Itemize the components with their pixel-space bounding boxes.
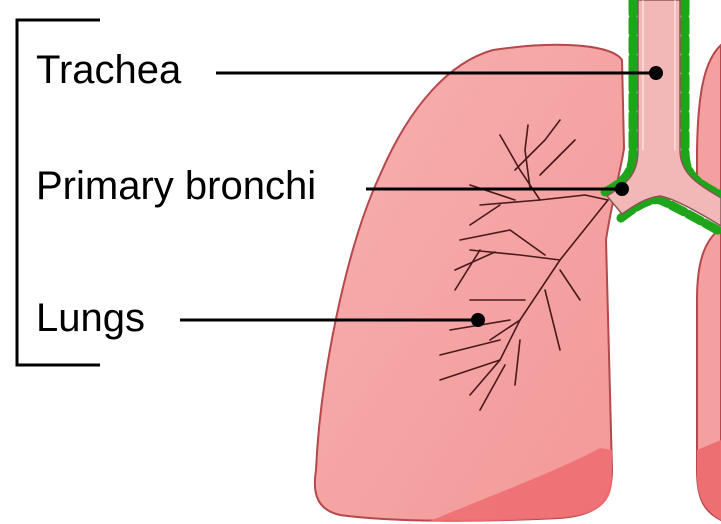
trachea-label: Trachea (36, 47, 181, 93)
right-lung (697, 45, 721, 520)
lungs-label: Lungs (36, 295, 145, 341)
left-lung (315, 45, 624, 521)
primary-bronchi-label: Primary bronchi (36, 163, 316, 209)
